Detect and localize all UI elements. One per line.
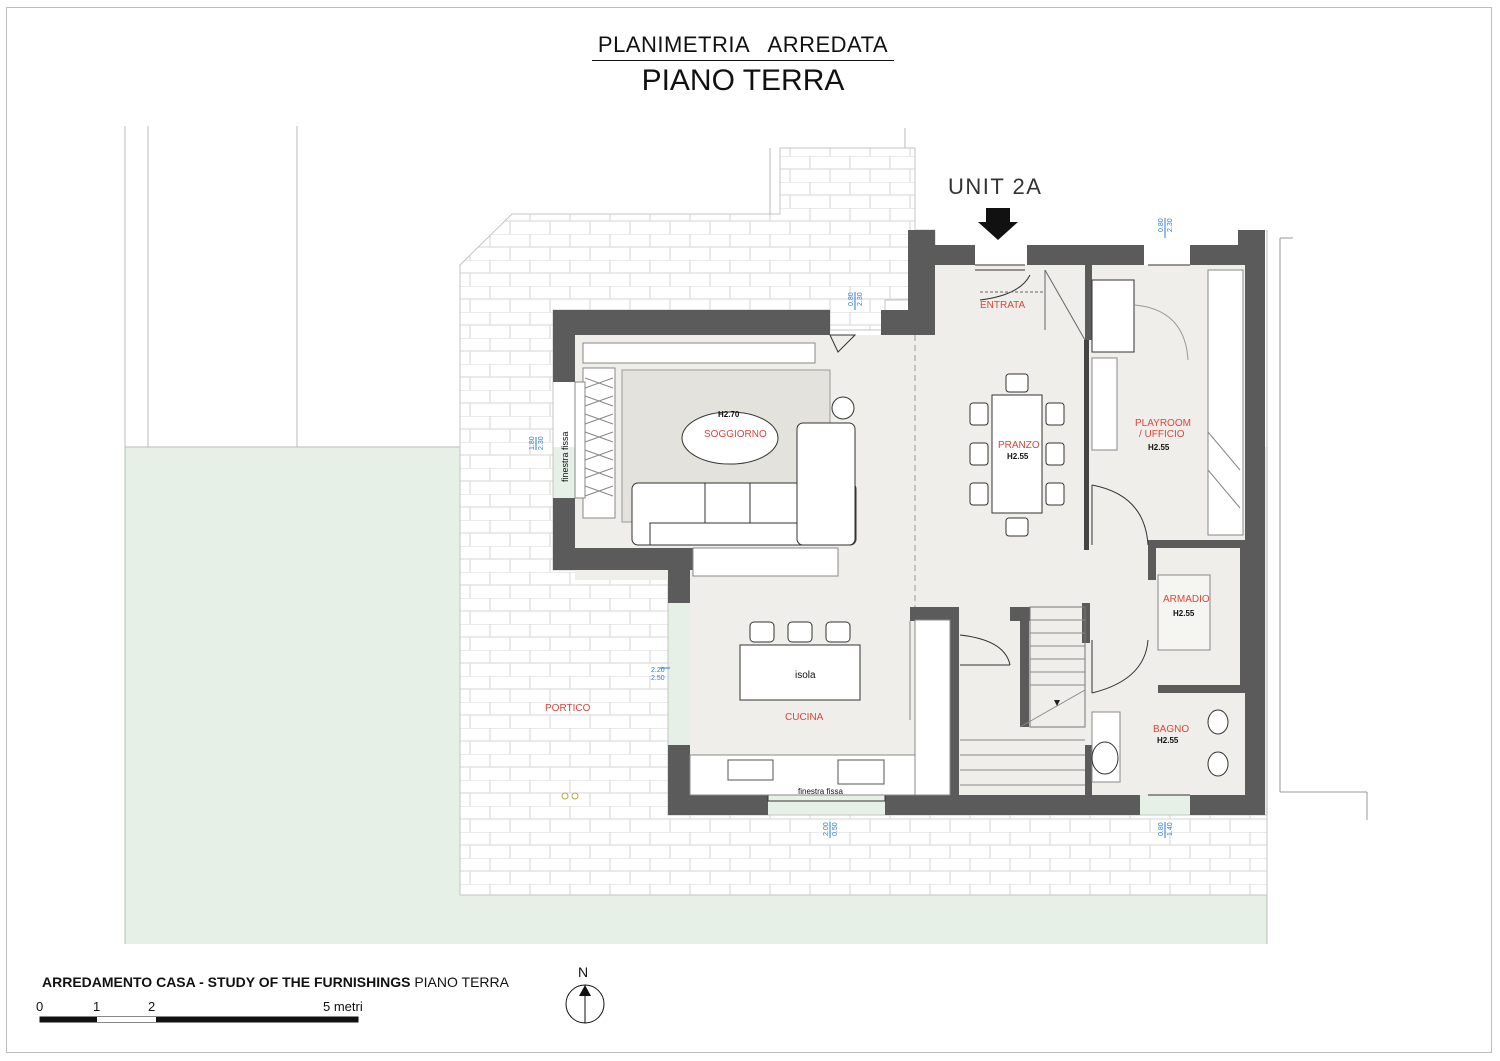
height-playroom: H2.55 [1148,443,1170,452]
portico-paving [459,147,1268,896]
dim-bottom-kitchen-height: 0.50 [832,822,839,836]
dining-table [991,394,1043,514]
room-label-ufficio: / UFFICIO [1139,429,1185,440]
window-label-bottom: finestra fissa [798,787,843,796]
coffee-table [681,411,779,465]
scale-label-5: 5 metri [323,999,363,1014]
footer-caption-rest: PIANO TERRA [410,974,509,990]
tv-unit [582,342,816,364]
room-label-playroom: PLAYROOM [1135,418,1191,429]
sofa [631,422,857,546]
dim-left-width: 1.80 [529,436,536,450]
isola-label: isola [795,670,816,681]
room-label-entrata: ENTRATA [980,300,1026,311]
dim-bottom-kitchen-width: 2.00 [823,822,830,836]
island-stools [749,621,851,643]
height-armadio: H2.55 [1173,609,1195,618]
footer-caption: ARREDAMENTO CASA - STUDY OF THE FURNISHI… [42,974,509,990]
north-arrow-icon [565,984,605,1024]
dim-top-left-height: 2.30 [857,292,864,306]
window-label-left: finestra fissa [560,431,570,482]
room-label-armadio: ARMADIO [1163,594,1210,605]
dim-top-left-width: 0.80 [848,292,855,306]
scale-bar [39,1016,359,1023]
room-label-pranzo: PRANZO [998,440,1040,451]
unit-label: UNIT 2A [948,174,1042,199]
sheet-border [6,7,1492,1053]
height-pranzo: H2.55 [1007,452,1029,461]
plan-title: PLANIMETRIA ARREDATA [592,32,894,61]
dim-bottom-bath-width: 0.80 [1158,822,1165,836]
dim-bottom-bath-height: 1.40 [1167,822,1174,836]
dim-kitchen-width: 2.20 [651,667,665,674]
room-label-soggiorno: SOGGIORNO [704,429,767,440]
plan-subtitle: PIANO TERRA [641,64,845,97]
bookshelf-left [584,377,614,497]
room-label-portico: PORTICO [545,703,591,714]
height-bagno: H2.55 [1157,736,1179,745]
dim-left-height: 2.30 [538,436,545,450]
dim-top-right-height: 2.30 [1167,218,1174,232]
height-soggiorno: H2.70 [718,410,740,419]
room-label-bagno: BAGNO [1153,724,1189,735]
entrance-arrow [978,208,1018,240]
walls [553,230,1265,815]
kitchen-island [739,644,861,701]
scale-label-1: 1 [93,999,101,1014]
scale-label-0: 0 [36,999,44,1014]
dining-chairs [969,373,1065,537]
dim-top-right-width: 0.80 [1158,218,1165,232]
dim-kitchen-height: 2.50 [651,675,665,682]
scale-label-2: 2 [148,999,156,1014]
footer-caption-bold: ARREDAMENTO CASA - STUDY OF THE FURNISHI… [42,974,411,990]
room-label-cucina: CUCINA [785,712,824,723]
north-label: N [578,964,588,980]
